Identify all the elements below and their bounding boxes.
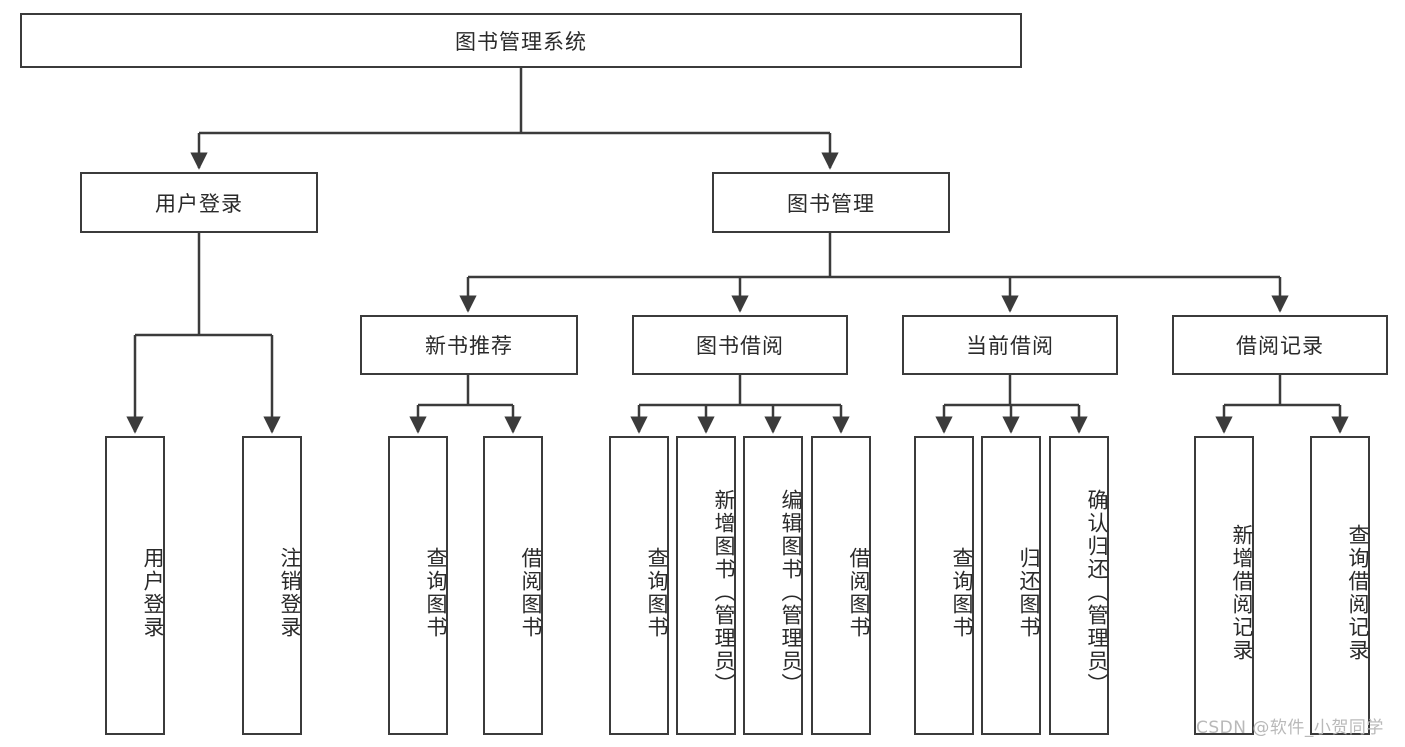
node-label: 当前借阅	[966, 334, 1054, 358]
node-system-root[interactable]: 图书管理系统	[20, 13, 1022, 68]
leaf-user-login[interactable]: 用户登录	[105, 436, 165, 735]
node-label: 查询图书	[950, 546, 974, 639]
leaf-add-book[interactable]: 新增图书（管理员）	[676, 436, 736, 735]
node-user-login[interactable]: 用户登录	[80, 172, 318, 233]
leaf-query-borrow-record[interactable]: 查询借阅记录	[1310, 436, 1370, 735]
node-label: 查询图书	[424, 546, 448, 639]
node-label: 图书管理	[787, 191, 875, 216]
node-label: 用户登录	[155, 191, 243, 216]
node-label: 借阅图书	[519, 546, 543, 639]
leaf-borrow-book[interactable]: 借阅图书	[811, 436, 871, 735]
leaf-logout-login[interactable]: 注销登录	[242, 436, 302, 735]
leaf-return-book[interactable]: 归还图书	[981, 436, 1041, 735]
node-label: 归还图书	[1017, 546, 1041, 639]
node-label: 查询图书	[645, 546, 669, 639]
node-label: 注销登录	[278, 546, 302, 639]
node-label: 确认归还（管理员）	[1085, 489, 1109, 696]
node-borrow-record[interactable]: 借阅记录	[1172, 315, 1388, 375]
leaf-query-book-recommend[interactable]: 查询图书	[388, 436, 448, 735]
node-label: 图书管理系统	[455, 29, 587, 54]
node-new-book-recommend[interactable]: 新书推荐	[360, 315, 578, 375]
leaf-borrow-book-recommend[interactable]: 借阅图书	[483, 436, 543, 735]
node-label: 新增借阅记录	[1230, 523, 1254, 662]
node-label: 新增图书（管理员）	[712, 489, 736, 696]
node-current-borrow[interactable]: 当前借阅	[902, 315, 1118, 375]
node-label: 用户登录	[141, 546, 165, 639]
node-label: 图书借阅	[696, 334, 784, 358]
leaf-query-book-current[interactable]: 查询图书	[914, 436, 974, 735]
node-label: 借阅记录	[1236, 334, 1324, 358]
node-label: 新书推荐	[425, 334, 513, 358]
leaf-add-borrow-record[interactable]: 新增借阅记录	[1194, 436, 1254, 735]
node-book-manage[interactable]: 图书管理	[712, 172, 950, 233]
leaf-edit-book[interactable]: 编辑图书（管理员）	[743, 436, 803, 735]
leaf-query-book-borrow[interactable]: 查询图书	[609, 436, 669, 735]
node-label: 查询借阅记录	[1346, 523, 1370, 662]
node-label: 借阅图书	[847, 546, 871, 639]
leaf-confirm-return[interactable]: 确认归还（管理员）	[1049, 436, 1109, 735]
node-label: 编辑图书（管理员）	[779, 489, 803, 696]
node-book-borrow[interactable]: 图书借阅	[632, 315, 848, 375]
watermark-text: CSDN @软件_小贺同学	[1196, 718, 1384, 738]
